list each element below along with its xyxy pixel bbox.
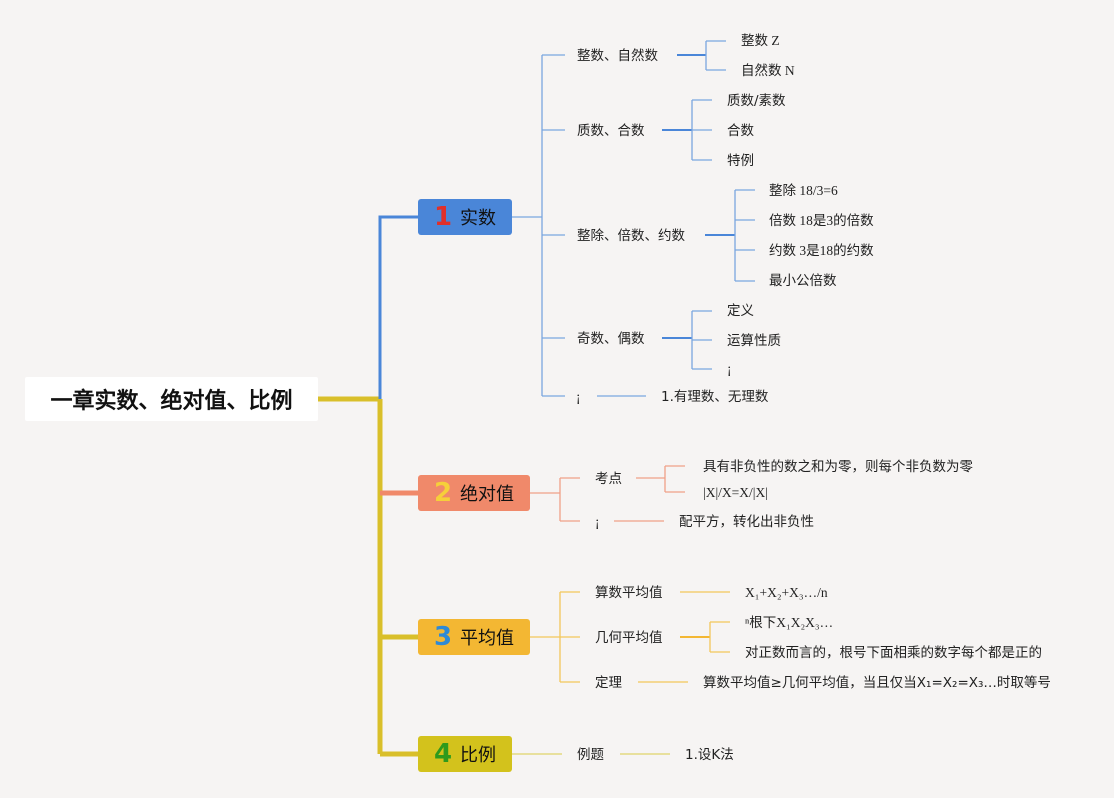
node-lcm[interactable]: 最小公倍数	[769, 273, 837, 289]
node-multiple[interactable]: 倍数 18是3的倍数	[769, 213, 874, 228]
topic-number: 2	[433, 478, 453, 508]
topic-number: 4	[433, 739, 453, 769]
node-special-case[interactable]: 特例	[727, 153, 754, 169]
topic-label: 实数	[460, 208, 497, 229]
absolute-branches	[530, 465, 685, 522]
node-prime[interactable]: 质数/素数	[727, 93, 786, 109]
node-arithmetic-mean[interactable]: 算数平均值	[595, 585, 663, 601]
root-node[interactable]: 一章实数、绝对值、比例	[25, 377, 318, 421]
topic-label: 绝对值	[460, 484, 515, 505]
node-arithmetic-formula[interactable]: X₁+X₂+X₃…/n	[745, 585, 828, 600]
node-composite[interactable]: 合数	[727, 123, 754, 139]
node-rational-irrational[interactable]: 1.有理数、无理数	[661, 389, 769, 405]
node-natural-n[interactable]: 自然数 N	[741, 63, 795, 78]
node-am-gm-inequality[interactable]: 算数平均值≥几何平均值，当且仅当X₁=X₂=X₃…时取等号	[703, 675, 1051, 691]
node-examples[interactable]: 例题	[577, 747, 604, 763]
node-misc-mark[interactable]: ¡	[576, 389, 581, 404]
node-geometric-mean[interactable]: 几何平均值	[595, 630, 663, 646]
node-abs-ratio[interactable]: |X|/X=X/|X|	[703, 485, 768, 500]
topic-number: 3	[433, 622, 453, 652]
topic-label: 比例	[460, 745, 497, 766]
real-branches	[512, 40, 755, 397]
topic-number: 1	[433, 202, 453, 232]
node-divisible[interactable]: 整除 18/3=6	[769, 183, 838, 198]
topic-absolute-value[interactable]: 2 绝对值	[418, 475, 530, 511]
node-geometric-note[interactable]: 对正数而言的，根号下面相乘的数字每个都是正的	[745, 645, 1042, 661]
node-operation-properties[interactable]: 运算性质	[727, 333, 781, 349]
node-geometric-formula[interactable]: ⁿ根下X₁X₂X₃…	[745, 615, 834, 630]
node-parity[interactable]: 奇数、偶数	[577, 331, 645, 347]
root-trunk	[318, 215, 420, 757]
node-divisibility[interactable]: 整除、倍数、约数	[577, 228, 685, 244]
node-k-method[interactable]: 1.设K法	[685, 747, 734, 763]
topic-ratio[interactable]: 4 比例	[418, 736, 512, 772]
node-divisor[interactable]: 约数 3是18的约数	[769, 243, 874, 258]
node-integers[interactable]: 整数、自然数	[577, 48, 658, 64]
node-placeholder-mark[interactable]: ¡	[727, 361, 732, 376]
node-definition[interactable]: 定义	[727, 303, 754, 319]
node-key-points[interactable]: 考点	[595, 471, 622, 487]
average-branches	[530, 591, 730, 683]
node-primes[interactable]: 质数、合数	[577, 123, 645, 139]
topic-label: 平均值	[460, 628, 515, 649]
node-absolute-misc-mark[interactable]: ¡	[595, 514, 600, 529]
node-integer-z[interactable]: 整数 Z	[741, 33, 780, 48]
root-title: 一章实数、绝对值、比例	[50, 389, 293, 414]
topic-real-numbers[interactable]: 1 实数	[418, 199, 512, 235]
node-theorem[interactable]: 定理	[595, 675, 622, 691]
node-nonnegative-sum[interactable]: 具有非负性的数之和为零，则每个非负数为零	[703, 459, 973, 475]
node-complete-square[interactable]: 配平方，转化出非负性	[679, 514, 814, 530]
topic-average[interactable]: 3 平均值	[418, 619, 530, 655]
